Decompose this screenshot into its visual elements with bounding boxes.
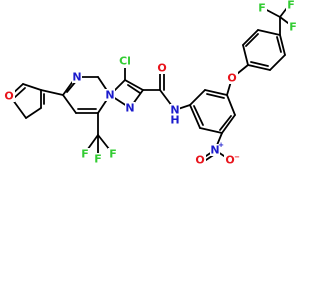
bond (189, 104, 201, 129)
nitrogen-atom: N (105, 89, 114, 102)
bond (189, 89, 206, 106)
bond (226, 94, 236, 116)
negative-charge: − (234, 153, 240, 161)
nitrogen-atom: N (125, 102, 134, 115)
bond (257, 29, 281, 36)
bond (62, 94, 77, 114)
atom-label-layer: Cl N N N O O O N H N + O O − (3, 0, 298, 167)
bond-layer (9, 3, 293, 163)
positive-charge: + (218, 141, 224, 149)
bond (279, 34, 286, 56)
fluorine-atom: F (289, 21, 297, 34)
bond (247, 64, 271, 71)
nitrogen-atom: N (210, 144, 219, 157)
bond (13, 87, 26, 99)
bond (40, 89, 64, 96)
fluorine-atom: F (81, 148, 89, 161)
bond (276, 36, 282, 53)
fluorine-atom: F (258, 2, 266, 15)
bond (245, 33, 259, 47)
bond (204, 89, 228, 96)
bond (219, 115, 232, 131)
oxygen-atom: O (225, 154, 234, 167)
nitrogen-atom: N (170, 104, 179, 117)
chlorine-atom: Cl (119, 55, 131, 68)
hydrogen-atom: H (170, 114, 179, 127)
oxygen-atom: O (227, 72, 236, 85)
bond (124, 79, 144, 91)
bond (22, 83, 42, 91)
bond (269, 54, 286, 71)
bond (221, 114, 236, 134)
bond (199, 127, 223, 134)
bond (242, 44, 249, 66)
bond (127, 84, 141, 94)
bond (242, 29, 259, 46)
oxygen-atom: O (4, 90, 13, 103)
molecule-structure: Cl N N N O O O N H N + O O − (3, 0, 298, 167)
bond (250, 61, 269, 67)
fluorine-atom: F (94, 153, 102, 166)
fluorine-atom: F (287, 0, 295, 12)
bond (25, 107, 42, 119)
bond (193, 105, 204, 126)
oxygen-atom: O (195, 154, 204, 167)
bond (206, 93, 225, 99)
fluorine-atom: F (109, 148, 117, 161)
nitrogen-atom: N (72, 71, 81, 84)
oxygen-atom: O (157, 62, 166, 75)
